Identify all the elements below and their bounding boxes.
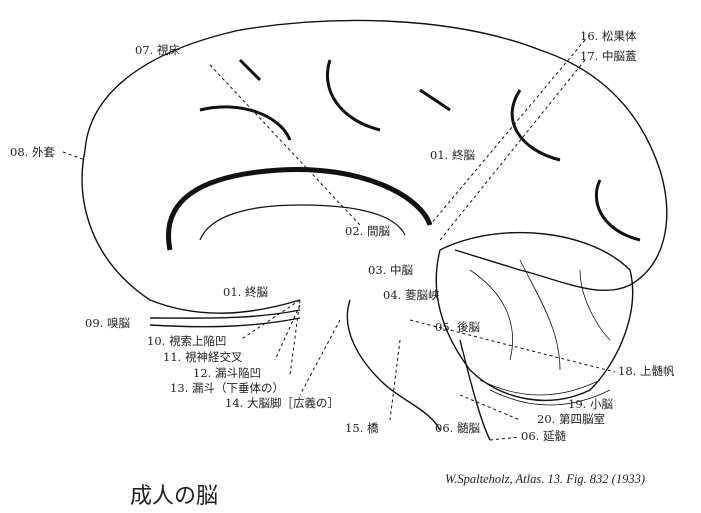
cerebellum	[435, 231, 634, 402]
label-cerebral-peduncle: 14. 大脳脚［広義の］	[225, 396, 339, 410]
label-pallium: 08. 外套	[10, 145, 55, 159]
corpus-callosum	[166, 166, 433, 251]
cerebellum-folia	[469, 259, 611, 406]
olfactory	[149, 309, 301, 328]
label-medulla-oblongata: 06. 延髄	[521, 429, 566, 443]
label-telencephalon-lower: 01. 終脳	[223, 285, 268, 299]
label-isthmus: 04. 菱脳峡	[383, 288, 440, 302]
label-infundibular-recess: 12. 漏斗陥凹	[193, 366, 261, 380]
label-diencephalon: 02. 間脳	[345, 224, 390, 238]
figure-citation: W.Spalteholz, Atlas. 13. Fig. 832 (1933)	[445, 472, 645, 486]
figure-title: 成人の脳	[130, 484, 219, 509]
label-rhinencephalon: 09. 嗅脳	[85, 316, 130, 330]
label-superior-medullary-velum: 18. 上髄帆	[618, 364, 675, 378]
label-telencephalon-upper: 01. 終脳	[430, 148, 475, 162]
sulci	[199, 58, 641, 242]
label-pons: 15. 橋	[345, 421, 379, 435]
brainstem	[346, 299, 491, 441]
label-supraoptic-recess: 10. 視索上陥凹	[147, 334, 227, 348]
label-thalamus: 07. 視床	[135, 43, 180, 57]
label-pineal-body: 16. 松果体	[580, 29, 637, 43]
leader-lines	[62, 39, 616, 441]
label-myelencephalon: 06. 髄脳	[435, 421, 480, 435]
label-optic-chiasm: 11. 視神経交叉	[163, 350, 243, 364]
corpus-callosum-inner	[199, 204, 406, 241]
label-cerebellum: 19. 小脳	[568, 397, 613, 411]
label-tectum: 17. 中脳蓋	[580, 49, 637, 63]
label-mesencephalon: 03. 中脳	[368, 263, 413, 277]
cerebrum-outline	[84, 19, 668, 292]
cerebrum-lower-outline	[81, 149, 301, 314]
label-infundibulum: 13. 漏斗（下垂体の）	[170, 381, 284, 395]
label-metencephalon: 05. 後脳	[435, 320, 480, 334]
label-fourth-ventricle: 20. 第四脳室	[537, 412, 605, 426]
